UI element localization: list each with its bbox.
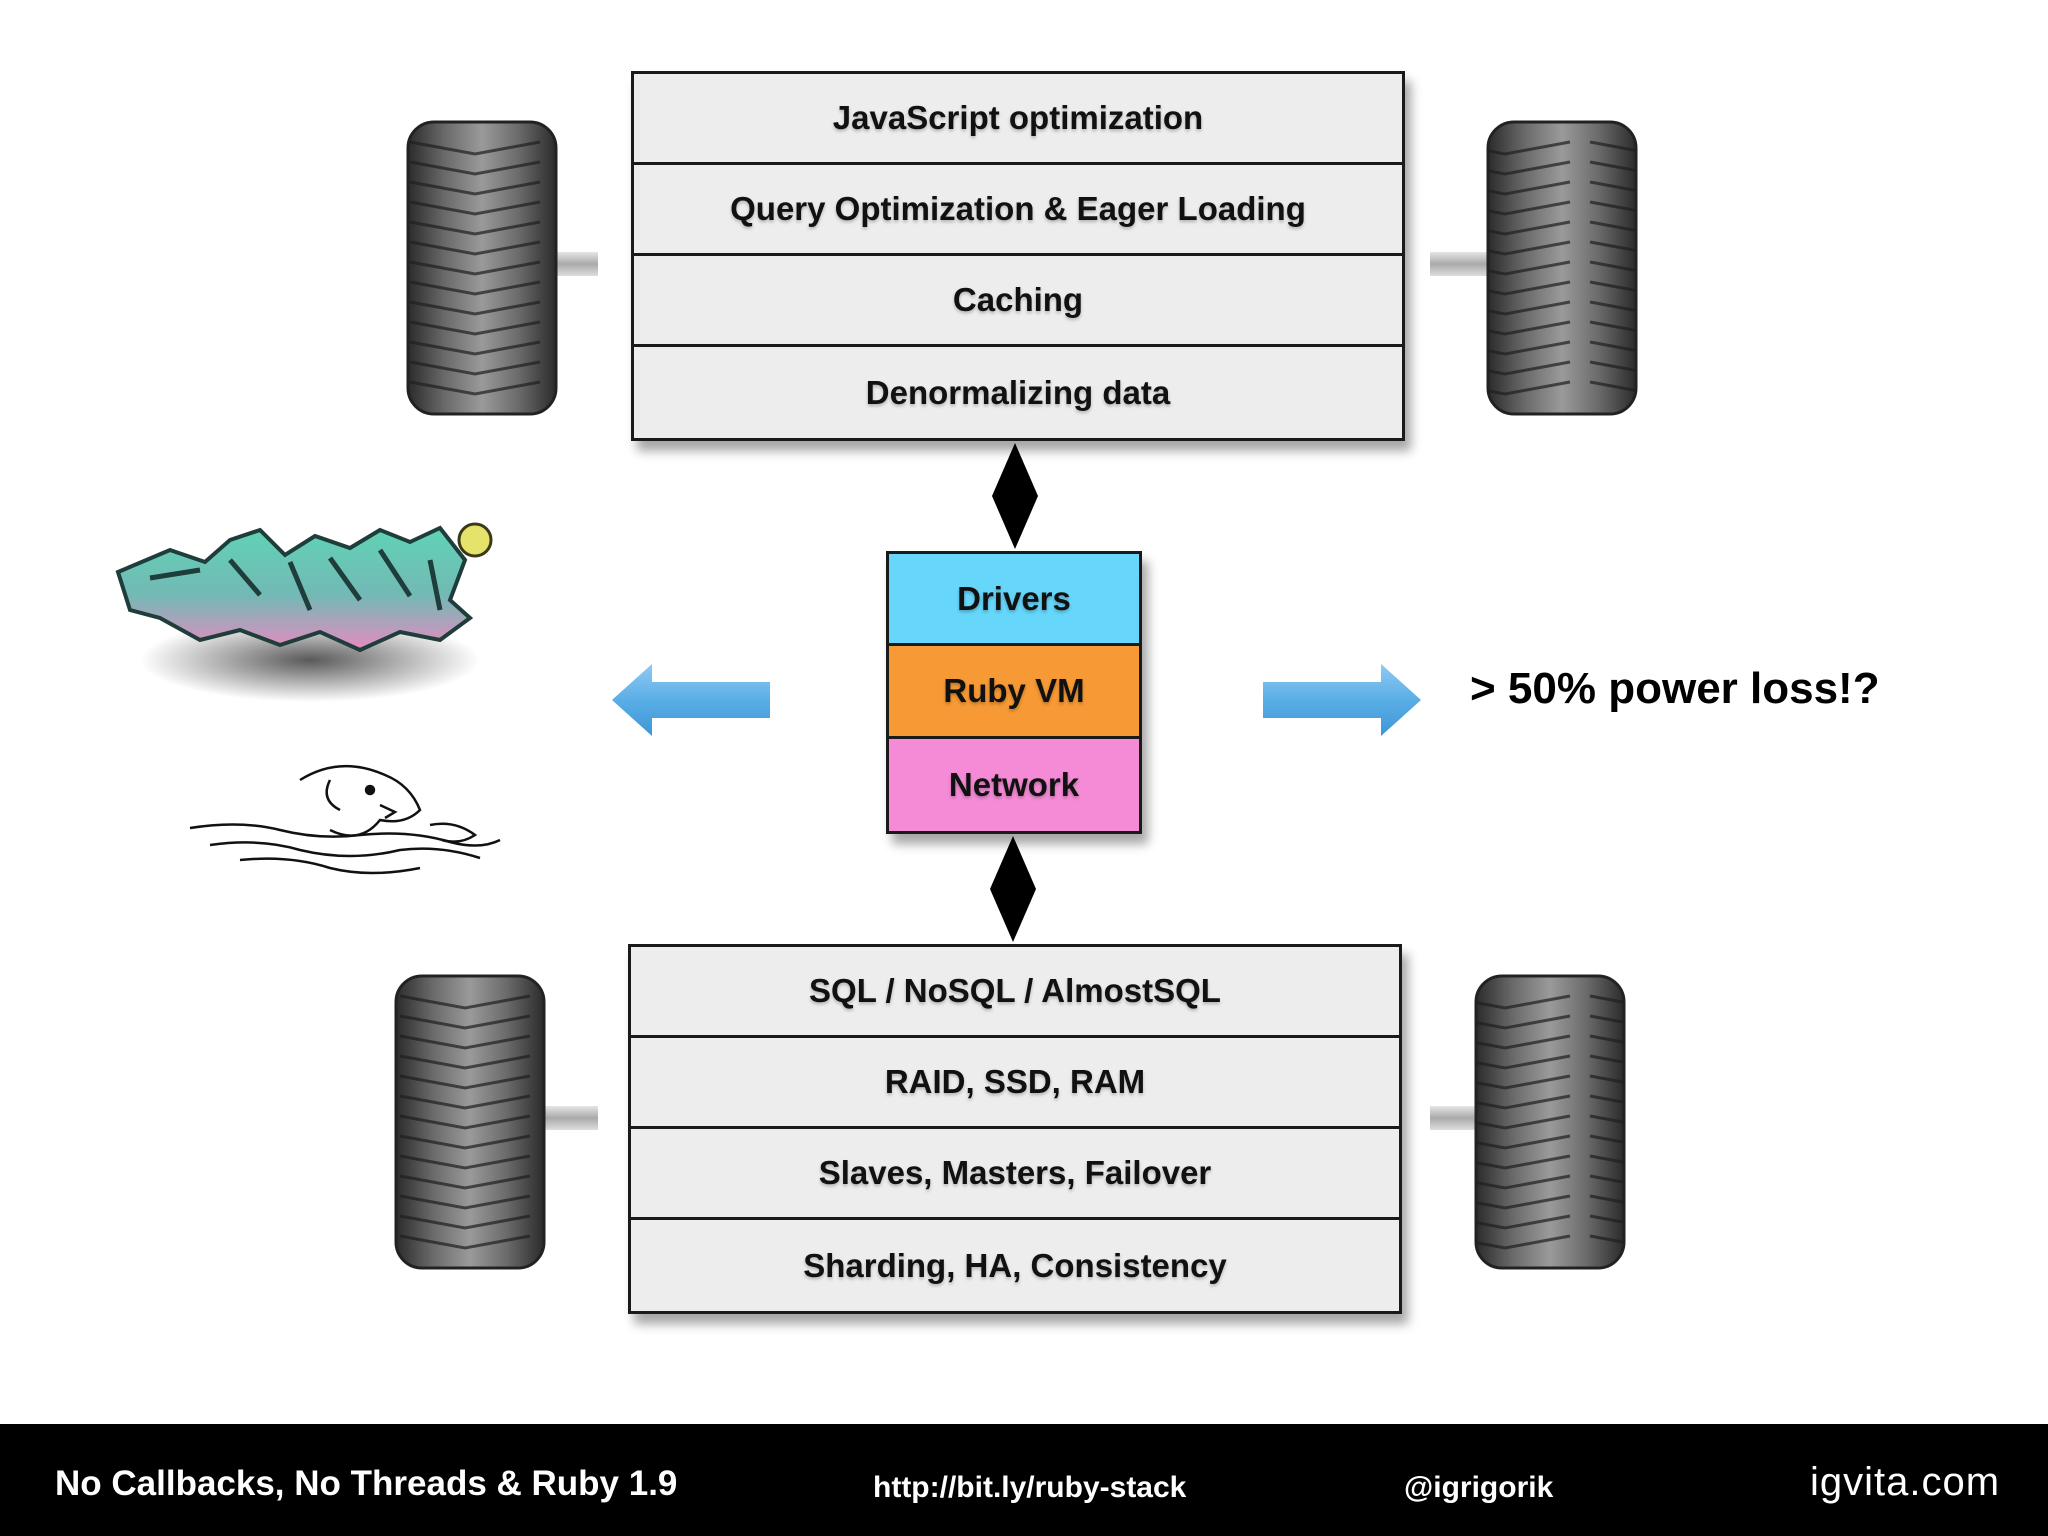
- top-stack-row: Query Optimization & Eager Loading: [634, 165, 1402, 256]
- middle-stack-row: Network: [889, 739, 1139, 831]
- bottom-stack-row: SQL / NoSQL / AlmostSQL: [631, 947, 1399, 1038]
- swimming-creature-sketch: [180, 750, 510, 890]
- tire-top-left-icon: [400, 118, 600, 418]
- middle-stack-row: Drivers: [889, 554, 1139, 646]
- bottom-stack-row: RAID, SSD, RAM: [631, 1038, 1399, 1129]
- bottom-stack: SQL / NoSQL / AlmostSQL RAID, SSD, RAM S…: [628, 944, 1402, 1314]
- top-stack: JavaScript optimization Query Optimizati…: [631, 71, 1405, 441]
- tire-bottom-right-icon: [1430, 972, 1640, 1272]
- footer-handle: @igrigorik: [1404, 1471, 1553, 1505]
- tire-top-right-icon: [1430, 118, 1640, 418]
- footer-brand: igvita.com: [1810, 1460, 2000, 1505]
- top-stack-row: Caching: [634, 256, 1402, 347]
- graffiti-logo: [110, 500, 510, 710]
- footer-bar: No Callbacks, No Threads & Ruby 1.9 http…: [0, 1424, 2048, 1536]
- middle-stack-row: Ruby VM: [889, 646, 1139, 738]
- tire-bottom-left-icon: [390, 972, 600, 1272]
- arrow-left-icon: [610, 660, 775, 740]
- middle-stack: Drivers Ruby VM Network: [886, 551, 1142, 834]
- footer-title: No Callbacks, No Threads & Ruby 1.9: [55, 1464, 677, 1504]
- power-loss-annotation: > 50% power loss!?: [1470, 664, 1880, 714]
- arrow-right-icon: [1258, 660, 1423, 740]
- top-stack-row: JavaScript optimization: [634, 74, 1402, 165]
- bottom-stack-row: Sharding, HA, Consistency: [631, 1220, 1399, 1311]
- bottom-stack-row: Slaves, Masters, Failover: [631, 1129, 1399, 1220]
- top-stack-row: Denormalizing data: [634, 347, 1402, 438]
- connector-bottom-diamond: [988, 834, 1038, 944]
- footer-link[interactable]: http://bit.ly/ruby-stack: [873, 1471, 1186, 1505]
- connector-top-diamond: [990, 441, 1040, 551]
